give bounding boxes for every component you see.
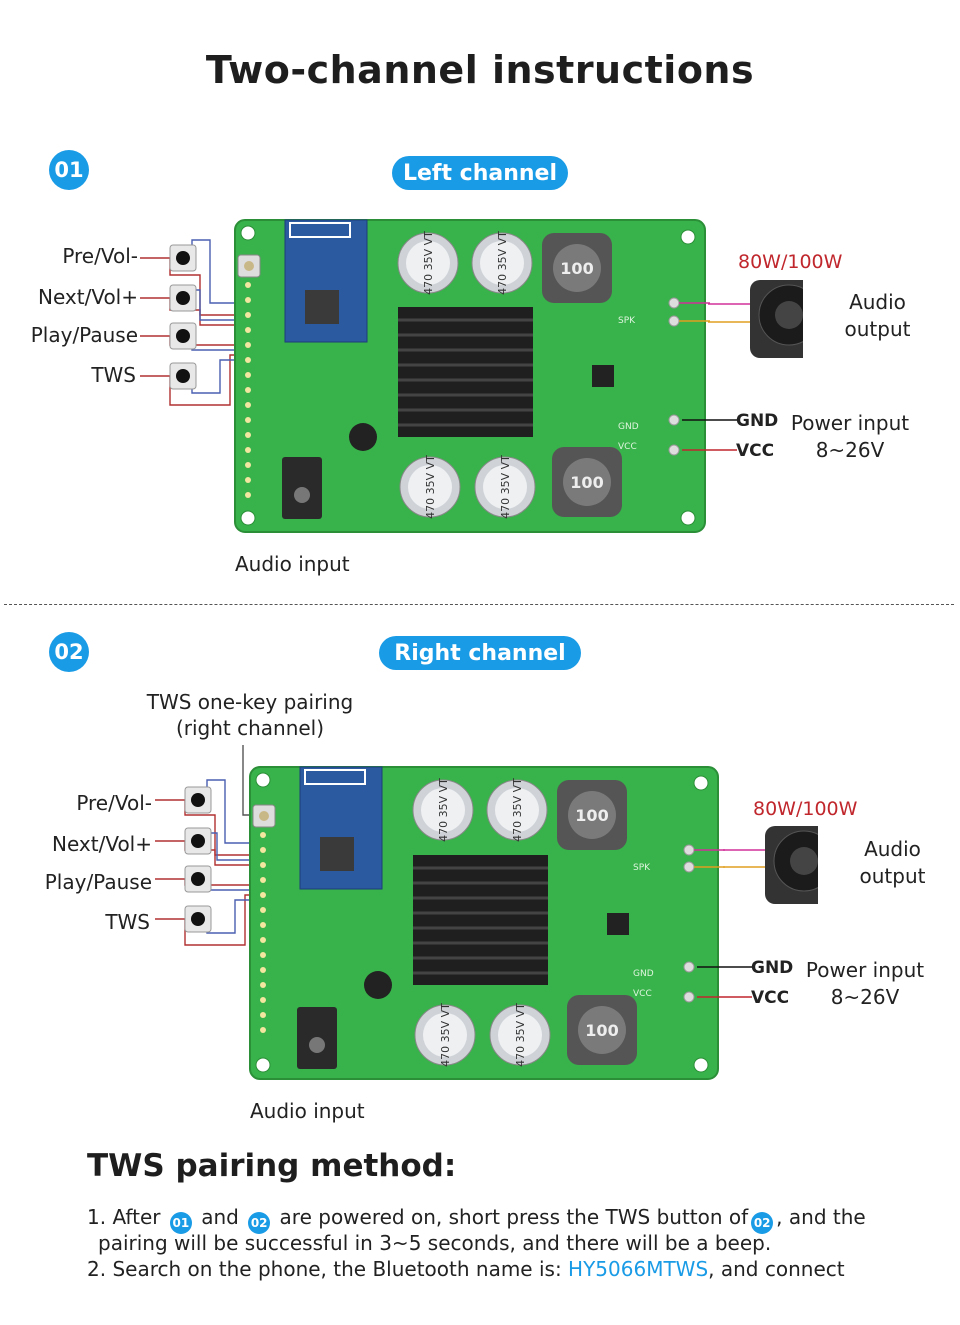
section-divider	[4, 604, 954, 605]
svg-text:470 35V VT: 470 35V VT	[514, 1003, 527, 1067]
method-line1-a: 1. After	[87, 1205, 161, 1229]
section-badge-01: 01	[49, 150, 89, 190]
svg-text:GND: GND	[618, 422, 639, 432]
power-wires-right	[697, 966, 752, 998]
left-channel-pill: Left channel	[392, 156, 568, 190]
pairing-method-heading: TWS pairing method:	[87, 1148, 457, 1184]
svg-text:100: 100	[570, 473, 603, 492]
svg-text:470 35V VT: 470 35V VT	[437, 778, 450, 842]
btn-label-tws-right: TWS	[105, 910, 150, 934]
power-wires-left	[682, 419, 737, 451]
svg-text:VCC: VCC	[618, 442, 637, 452]
svg-text:470 35V VT: 470 35V VT	[422, 231, 435, 295]
btn-label-play-pause-right: Play/Pause	[44, 870, 152, 894]
gnd-label-left: GND	[736, 411, 779, 431]
btn-label-pre-vol-right: Pre/Vol-	[76, 791, 152, 815]
right-board-diagram: 470 35V VT 470 35V VT 100 100 470 35V VT…	[155, 745, 725, 1080]
bluetooth-name: HY5066MTWS	[568, 1257, 709, 1281]
btn-label-tws: TWS	[91, 363, 136, 387]
page-title: Two-channel instructions	[205, 48, 755, 92]
power-rating-right: 80W/100W	[753, 798, 858, 820]
right-channel-pill: Right channel	[379, 636, 581, 670]
speaker-icon-right	[723, 826, 818, 904]
svg-text:470 35V VT: 470 35V VT	[496, 231, 509, 295]
svg-text:470 35V VT: 470 35V VT	[439, 1003, 452, 1067]
method-line1-d: , and the	[776, 1205, 866, 1229]
power-input-label-right: Power input	[805, 958, 925, 982]
svg-text:100: 100	[585, 1021, 618, 1040]
btn-label-next-vol: Next/Vol+	[37, 285, 138, 309]
method-line1-c: are powered on, short press the TWS butt…	[279, 1205, 749, 1229]
method-line3-a: 2. Search on the phone, the Bluetooth na…	[87, 1257, 569, 1281]
method-line-1: 1. After 01 and 02 are powered on, short…	[87, 1204, 866, 1234]
tws-pairing-label-2: (right channel)	[175, 716, 325, 740]
vcc-label-right: VCC	[751, 988, 790, 1008]
method-line-2: pairing will be successful in 3~5 second…	[98, 1231, 772, 1255]
speaker-icon-left	[708, 280, 803, 358]
voltage-label-left: 8~26V	[815, 438, 885, 462]
audio-input-label-right: Audio input	[250, 1099, 365, 1123]
svg-text:GND: GND	[633, 969, 654, 979]
inline-badge-01: 01	[169, 1212, 192, 1234]
audio-input-label-left: Audio input	[235, 552, 350, 576]
section-badge-02: 02	[49, 632, 89, 672]
btn-label-play-pause: Play/Pause	[30, 323, 138, 347]
svg-text:470 35V VT: 470 35V VT	[499, 455, 512, 519]
audio-output-label-right-1: Audio	[864, 837, 921, 861]
audio-output-label-right-2: output	[859, 864, 926, 888]
left-board-diagram: 470 35V VT 470 35V VT 100 100 470 35V VT…	[140, 219, 710, 533]
method-line1-b: and	[201, 1205, 239, 1229]
vcc-label-left: VCC	[736, 441, 775, 461]
tactile-buttons	[169, 244, 197, 390]
voltage-label-right: 8~26V	[830, 985, 900, 1009]
gnd-label-right: GND	[751, 958, 794, 978]
inline-badge-02b: 02	[751, 1212, 774, 1234]
btn-label-pre-vol: Pre/Vol-	[62, 244, 138, 268]
btn-label-next-vol-right: Next/Vol+	[51, 832, 152, 856]
svg-text:VCC: VCC	[633, 989, 652, 999]
audio-output-label-left-2: output	[844, 317, 911, 341]
audio-output-label-left-1: Audio	[849, 290, 906, 314]
method-line-3: 2. Search on the phone, the Bluetooth na…	[87, 1256, 845, 1282]
svg-text:470 35V VT: 470 35V VT	[424, 455, 437, 519]
power-input-label-left: Power input	[790, 411, 910, 435]
inline-badge-02: 02	[248, 1212, 271, 1234]
svg-text:SPK: SPK	[633, 863, 651, 873]
tws-pairing-label-1: TWS one-key pairing	[146, 690, 354, 714]
power-rating-left: 80W/100W	[738, 251, 843, 273]
svg-text:SPK: SPK	[618, 316, 636, 326]
method-line3-b: , and connect	[708, 1257, 845, 1281]
svg-text:100: 100	[560, 259, 593, 278]
svg-text:470 35V VT: 470 35V VT	[511, 778, 524, 842]
svg-text:100: 100	[575, 806, 608, 825]
